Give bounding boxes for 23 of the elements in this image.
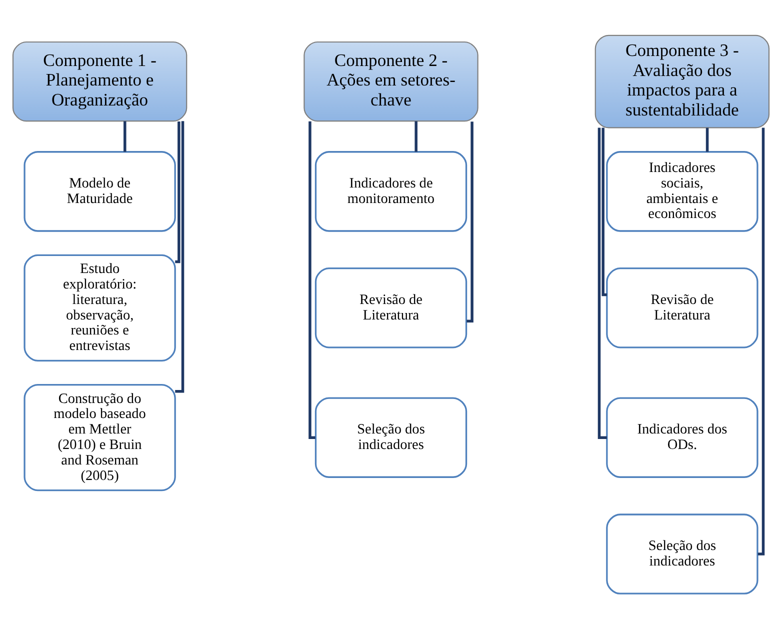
node-box: Seleção dos indicadores	[606, 513, 758, 594]
node-box: Indicadores sociais, ambientais e econômicos	[606, 150, 758, 232]
node-box: Componente 1 - Planejamento e Oraganização	[12, 40, 188, 122]
connector	[466, 121, 474, 322]
node-box: Indicadores de monitoramento	[314, 150, 468, 232]
node-box: Estudo exploratório: literatura, observação, reuniões e entrevistas	[24, 254, 176, 361]
node-box: Revisão de Literatura	[606, 267, 758, 348]
node-box: Revisão de Literatura	[314, 267, 468, 348]
node-box: Seleção dos indicadores	[314, 396, 468, 478]
node-box: Componente 2 - Ações em setores-chave	[304, 40, 478, 122]
connector	[414, 120, 418, 152]
node-box: Indicadores dos ODs.	[606, 396, 758, 478]
connector	[602, 127, 607, 296]
connector	[758, 127, 765, 555]
connector	[175, 121, 180, 263]
node-box: Construção do modelo baseado em Mettler (2010) e Bruin and Roseman (2005)	[24, 384, 176, 491]
connector	[308, 120, 316, 438]
node-box: Componente 3 - Avaliação dos impactos para a sustentabilidade	[594, 34, 770, 128]
connector	[124, 120, 126, 152]
connector	[706, 127, 709, 152]
node-box: Modelo de Maturidade	[24, 150, 176, 232]
connector	[598, 127, 607, 438]
connector	[175, 120, 184, 392]
